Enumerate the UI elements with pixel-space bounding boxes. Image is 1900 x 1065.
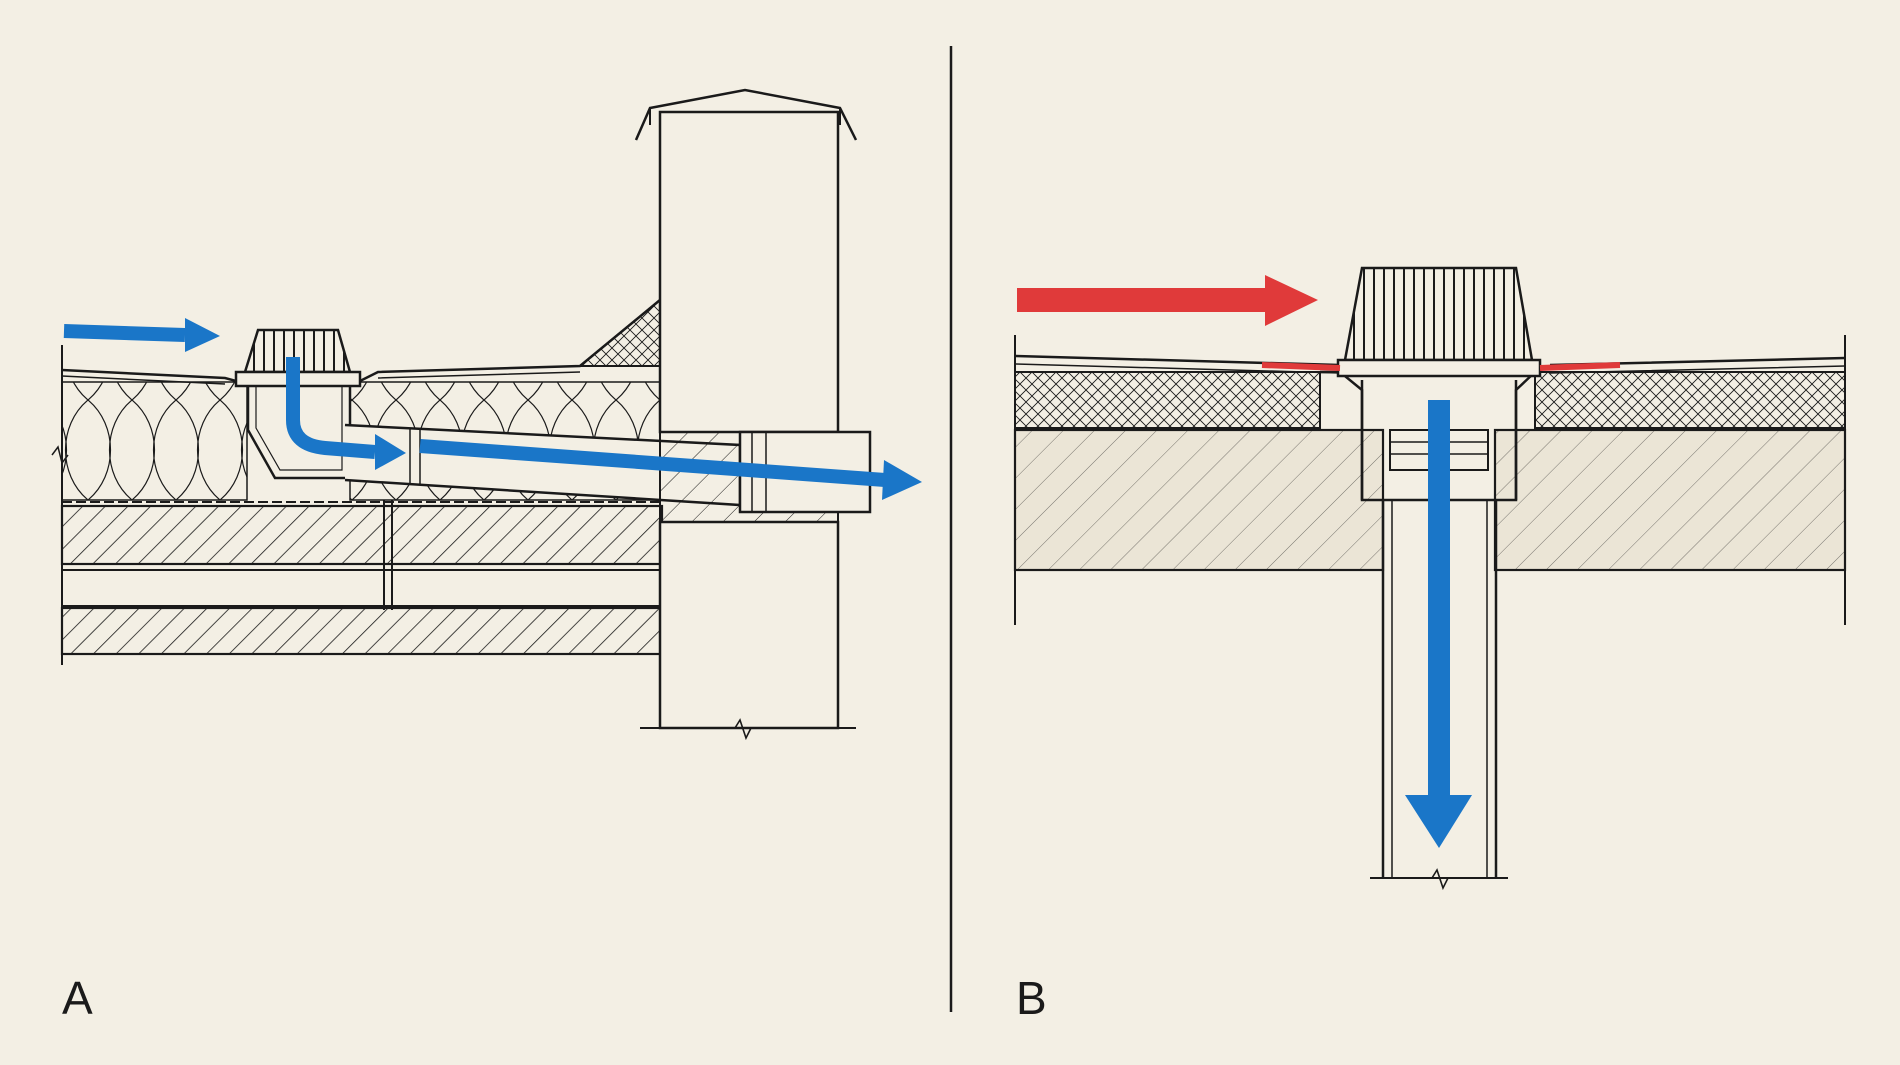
roof-deck xyxy=(60,504,664,566)
cant-strip xyxy=(577,297,661,367)
ceiling-slab xyxy=(60,606,664,656)
panel-label-a: A xyxy=(62,972,93,1024)
drain-dome-b xyxy=(1336,266,1542,378)
error-flow-arrow xyxy=(1017,275,1318,326)
insulation-layer-left xyxy=(61,381,248,501)
water-flow-arrows-a xyxy=(63,318,922,500)
insulation-b-left xyxy=(1014,371,1321,429)
flashing-gap-right xyxy=(1539,362,1621,371)
drain-body-b xyxy=(1360,380,1518,500)
panel-b-section xyxy=(1013,266,1847,891)
parapet-wall xyxy=(640,110,856,741)
water-flow-arrow-b xyxy=(1405,400,1472,848)
downpipe-b xyxy=(1370,500,1508,891)
drain-dome-a xyxy=(234,328,362,388)
insulation-b-right xyxy=(1534,371,1846,429)
flashing-gap-left xyxy=(1261,362,1341,371)
ceiling-pipe xyxy=(62,569,692,607)
panel-label-b: B xyxy=(1016,972,1047,1024)
panel-a-section xyxy=(51,88,922,741)
coping-cap xyxy=(634,88,858,141)
